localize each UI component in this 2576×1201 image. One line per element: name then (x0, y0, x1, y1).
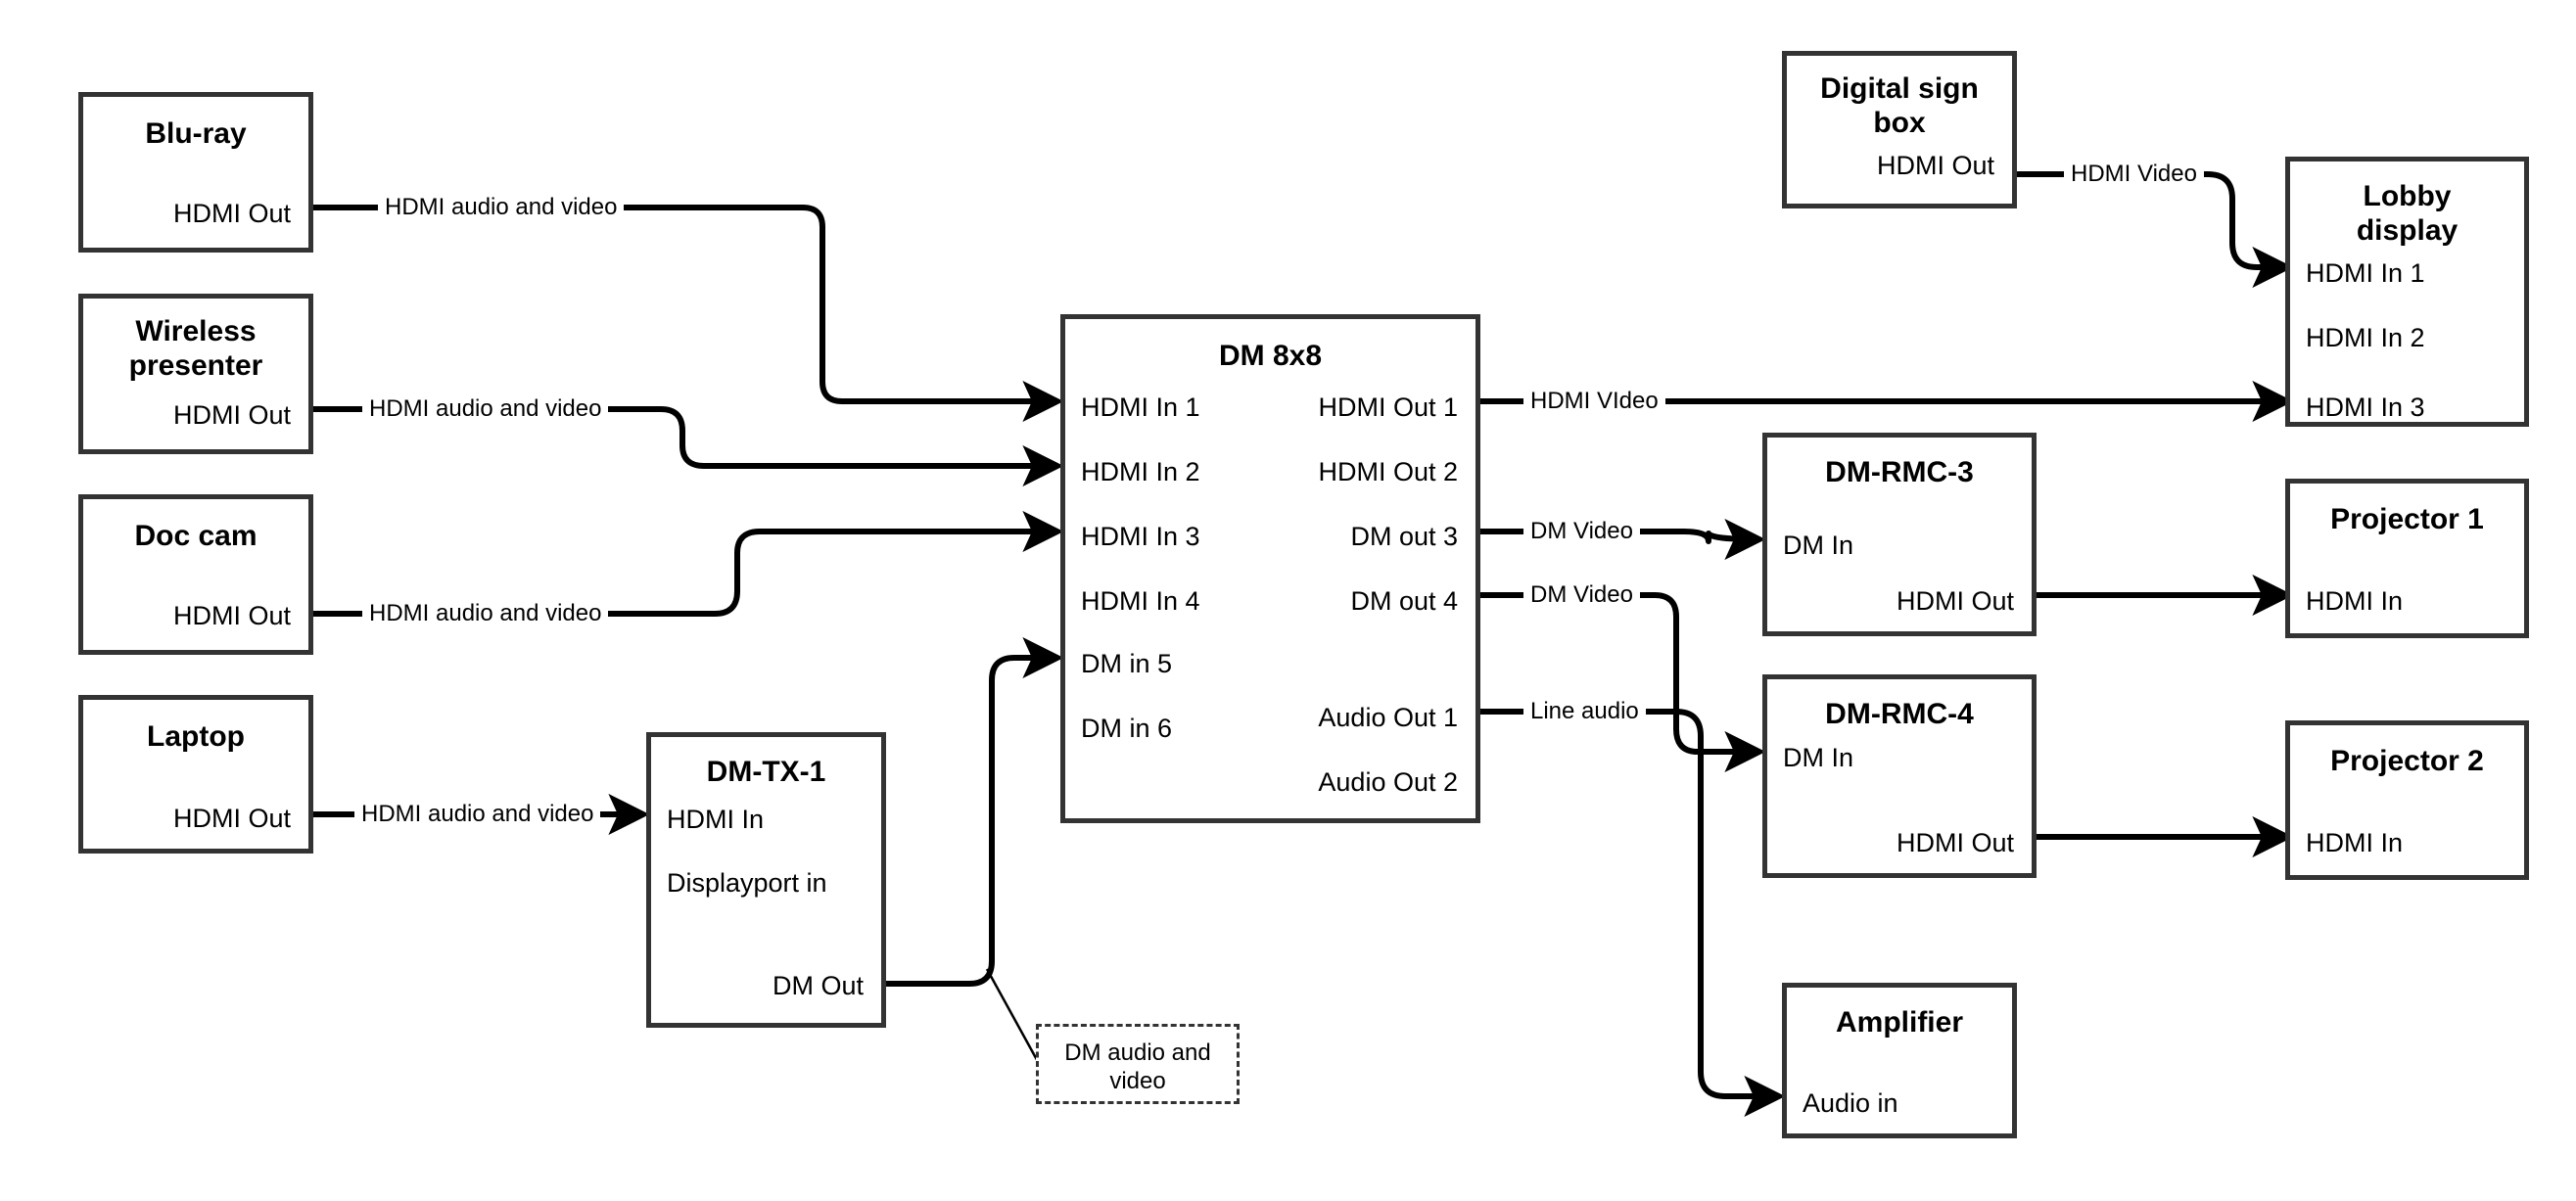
port-doc-cam-hdmi-out: HDMI Out (172, 601, 291, 630)
port-dm-8x8-hdmi-in-4: HDMI In 4 (1081, 586, 1200, 616)
node-wireless-presenter-title: Wireless presenter (128, 315, 263, 383)
port-dm-rmc-4-hdmi-out: HDMI Out (1896, 828, 2014, 857)
port-dm-8x8-hdmi-in-3: HDMI In 3 (1081, 522, 1200, 551)
wire-signbox-to-lobby-hdmi-in-1 (2017, 171, 2294, 288)
port-dm-8x8-dm-in-5: DM in 5 (1081, 649, 1173, 678)
port-projector-1-hdmi-in: HDMI In (2306, 586, 2404, 616)
port-dm-tx-1-displayport-in: Displayport in (667, 868, 827, 898)
node-amplifier-title: Amplifier (1835, 1006, 1964, 1039)
callout-leader-line (985, 968, 1043, 1068)
port-dm-8x8-hdmi-out-1: HDMI Out 1 (1318, 393, 1458, 422)
node-dm-rmc-4[interactable]: DM-RMC-4 DM In HDMI Out (1762, 674, 2037, 878)
node-projector-1-title: Projector 1 (2330, 503, 2484, 535)
edge-label-wireless-to-dm: HDMI audio and video (362, 395, 609, 423)
wire-tx-dmout-to-dm-in-5 (886, 637, 1064, 987)
node-blu-ray-title: Blu-ray (145, 117, 247, 150)
port-dm-8x8-hdmi-out-2: HDMI Out 2 (1318, 457, 1458, 486)
node-dm-8x8-title: DM 8x8 (1218, 340, 1323, 372)
callout-dm-audio-and-video-text: DM audio and video (1064, 1039, 1211, 1094)
port-blu-ray-hdmi-out: HDMI Out (172, 199, 291, 228)
node-amplifier[interactable]: Amplifier Audio in (1782, 983, 2017, 1138)
node-projector-2[interactable]: Projector 2 HDMI In (2285, 720, 2529, 880)
wire-dm-dmout4-to-rmc4-dm-in (1480, 592, 1766, 772)
node-dm-rmc-3[interactable]: DM-RMC-3 DM In HDMI Out (1762, 433, 2037, 636)
node-dm-rmc-4-title: DM-RMC-4 (1825, 698, 1974, 730)
edge-label-dmout4-to-rmc4: DM Video (1523, 581, 1640, 609)
port-digital-sign-box-hdmi-out: HDMI Out (1876, 151, 1994, 180)
edge-label-bluray-to-dm: HDMI audio and video (378, 194, 625, 221)
port-dm-tx-1-dm-out: DM Out (772, 971, 864, 1000)
edge-label-hdmiout1-to-lobby: HDMI VIdeo (1523, 388, 1665, 415)
port-laptop-hdmi-out: HDMI Out (172, 804, 291, 833)
wire-doccam-to-dm-hdmi-in-3 (313, 511, 1064, 617)
node-doc-cam[interactable]: Doc cam HDMI Out (78, 494, 313, 655)
port-wireless-presenter-hdmi-out: HDMI Out (172, 400, 291, 430)
node-laptop[interactable]: Laptop HDMI Out (78, 695, 313, 854)
node-dm-rmc-3-title: DM-RMC-3 (1825, 456, 1974, 488)
port-dm-rmc-3-hdmi-out: HDMI Out (1896, 586, 2014, 616)
callout-dm-audio-and-video: DM audio and video (1036, 1024, 1240, 1104)
port-projector-2-hdmi-in: HDMI In (2306, 828, 2404, 857)
node-dm-tx-1[interactable]: DM-TX-1 HDMI In Displayport in DM Out (646, 732, 886, 1028)
port-lobby-display-hdmi-in-2: HDMI In 2 (2306, 323, 2425, 352)
port-dm-8x8-dm-out-4: DM out 4 (1350, 586, 1458, 616)
wire-wireless-to-dm-hdmi-in-2 (313, 406, 1064, 486)
node-projector-2-title: Projector 2 (2330, 745, 2484, 777)
port-amplifier-audio-in: Audio in (1803, 1088, 1898, 1118)
port-dm-8x8-audio-out-2: Audio Out 2 (1318, 767, 1458, 797)
port-lobby-display-hdmi-in-3: HDMI In 3 (2306, 393, 2425, 422)
edge-label-laptop-to-tx: HDMI audio and video (354, 801, 601, 828)
wire-bluray-to-dm-hdmi-in-1 (313, 205, 1064, 422)
node-digital-sign-box[interactable]: Digital sign box HDMI Out (1782, 51, 2017, 208)
edge-label-signbox-to-lobby: HDMI Video (2064, 161, 2204, 188)
edge-label-audioout1-to-amplifier: Line audio (1523, 698, 1646, 725)
port-dm-tx-1-hdmi-in: HDMI In (667, 805, 765, 834)
wire-dm-audioout1-to-amplifier (1480, 709, 1786, 1117)
port-dm-rmc-3-dm-in: DM In (1783, 531, 1854, 560)
port-dm-rmc-4-dm-in: DM In (1783, 743, 1854, 772)
node-lobby-display-title: Lobby display (2356, 180, 2459, 248)
node-lobby-display[interactable]: Lobby display HDMI In 1 HDMI In 2 HDMI I… (2285, 157, 2529, 427)
wire-dm-dmout3-to-rmc3-dm-in (1480, 518, 1766, 560)
node-wireless-presenter[interactable]: Wireless presenter HDMI Out (78, 294, 313, 454)
node-doc-cam-title: Doc cam (134, 520, 258, 552)
port-dm-8x8-hdmi-in-1: HDMI In 1 (1081, 393, 1200, 422)
port-lobby-display-hdmi-in-1: HDMI In 1 (2306, 258, 2425, 288)
node-digital-sign-box-title: Digital sign box (1820, 72, 1979, 140)
node-blu-ray[interactable]: Blu-ray HDMI Out (78, 92, 313, 253)
port-dm-8x8-dm-in-6: DM in 6 (1081, 714, 1173, 743)
node-projector-1[interactable]: Projector 1 HDMI In (2285, 479, 2529, 638)
node-laptop-title: Laptop (147, 720, 245, 753)
port-dm-8x8-audio-out-1: Audio Out 1 (1318, 703, 1458, 732)
port-dm-8x8-hdmi-in-2: HDMI In 2 (1081, 457, 1200, 486)
port-dm-8x8-dm-out-3: DM out 3 (1350, 522, 1458, 551)
edge-label-dmout3-to-rmc3: DM Video (1523, 518, 1640, 545)
node-dm-tx-1-title: DM-TX-1 (706, 756, 826, 788)
node-dm-8x8[interactable]: DM 8x8 HDMI In 1 HDMI In 2 HDMI In 3 HDM… (1060, 314, 1480, 823)
edge-label-doccam-to-dm: HDMI audio and video (362, 600, 609, 627)
